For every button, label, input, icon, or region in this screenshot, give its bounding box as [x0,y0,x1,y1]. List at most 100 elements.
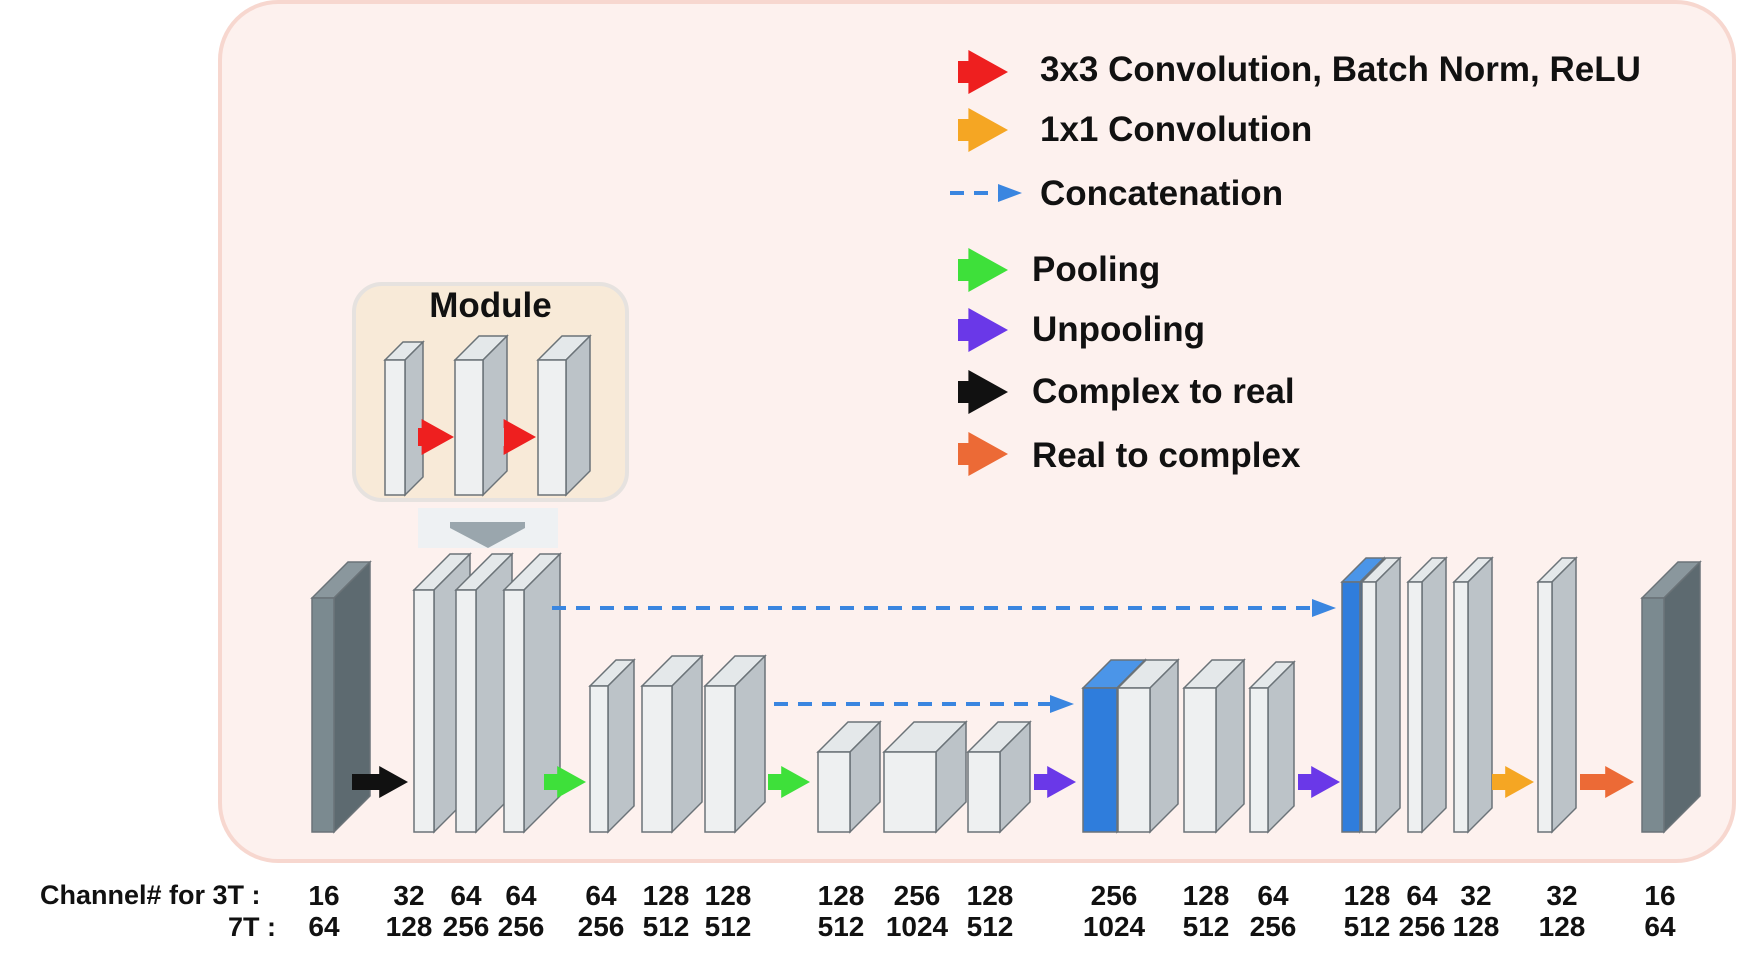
channel-label-3t: Channel# for 3T : [40,880,261,910]
channel-count-7t: 64 [308,911,340,942]
module-block-3 [536,334,592,497]
legend-icon-conv3x3 [958,50,1008,94]
channel-count-7t: 256 [1398,911,1446,942]
channel-count-3t: 128 [642,880,690,911]
channel-count-3t: 256 [893,880,941,911]
legend-icon-conv1x1 [958,108,1008,152]
channel-count-7t: 128 [1538,911,1586,942]
channel-count-7t: 512 [642,911,690,942]
channel-label-7t: 7T : [228,912,277,942]
channel-count-3t: 64 [450,880,482,911]
channel-count-3t: 16 [308,880,340,911]
channel-count-3t: 128 [817,880,865,911]
bottleneck-block-3 [966,720,1032,834]
channel-count-7t: 1024 [1082,911,1146,942]
channel-count-3t: 128 [1182,880,1230,911]
channel-count-3t: 128 [704,880,752,911]
decoder-l2-block-3 [1248,660,1296,834]
channel-count-3t: 64 [1257,880,1289,911]
module-connector-arrow [450,522,525,548]
channel-count-7t: 512 [817,911,865,942]
channel-count-7t: 512 [966,911,1014,942]
encoder-l1-block-2 [454,552,514,834]
module-block-2 [453,334,509,497]
arrow-unpool-2 [1298,766,1340,798]
legend-label-complex-to-real: Complex to real [1032,372,1295,411]
legend-icon-pooling [958,248,1008,292]
encoder-l2-block-2 [640,654,704,834]
channel-count-7t: 512 [1343,911,1391,942]
channel-count-3t: 32 [1546,880,1578,911]
channel-count-3t: 64 [505,880,537,911]
encoder-l1-block-3 [502,552,562,834]
arrow-real-to-complex [1580,766,1634,798]
decoder-l2-block-2 [1182,658,1246,834]
decoder-l2-block-1 [1116,658,1180,834]
arrow-pool-2 [768,766,810,798]
channel-count-3t: 128 [966,880,1014,911]
channel-count-7t: 64 [1644,911,1676,942]
legend-icon-concatenation-head [998,184,1022,202]
decoder-l1-block-3 [1452,556,1494,834]
channel-count-3t: 32 [1460,880,1492,911]
bottleneck-block-1 [816,720,882,834]
channel-count-7t: 128 [385,911,433,942]
arrow-pool-1 [544,766,586,798]
channel-count-7t: 256 [497,911,545,942]
module-arrow-2 [503,419,536,455]
decoder-final-block [1536,556,1578,834]
channel-count-7t: 256 [442,911,490,942]
channel-count-3t: 32 [393,880,425,911]
channel-count-3t: 16 [1644,880,1676,911]
legend-label-real-to-complex: Real to complex [1032,436,1301,475]
legend-icon-real-to-complex [958,432,1008,476]
decoder-l1-block-2 [1406,556,1448,834]
channel-count-7t: 128 [1452,911,1500,942]
channel-count-3t: 64 [585,880,617,911]
channel-count-7t: 256 [577,911,625,942]
skip-connection-level-1-head [1312,599,1336,617]
channel-count-7t: 512 [1182,911,1230,942]
legend-icon-complex-to-real [958,370,1008,414]
input-layer [310,560,372,834]
channel-count-7t: 512 [704,911,752,942]
channel-count-3t: 256 [1090,880,1138,911]
output-layer [1640,560,1702,834]
legend-label-conv3x3: 3x3 Convolution, Batch Norm, ReLU [1040,50,1641,89]
bottleneck-block-2 [882,720,968,834]
module-block-1 [383,340,425,497]
arrow-conv1x1 [1492,766,1534,798]
encoder-l2-block-1 [588,658,636,834]
channel-count-7t: 256 [1249,911,1297,942]
channel-count-3t: 64 [1406,880,1438,911]
legend-icon-unpooling [958,308,1008,352]
skip-connection-level-2-head [1050,695,1074,713]
legend-label-pooling: Pooling [1032,250,1161,289]
legend-label-unpooling: Unpooling [1032,310,1206,349]
channel-count-3t: 128 [1343,880,1391,911]
encoder-l2-block-3 [703,654,767,834]
legend-label-conv1x1: 1x1 Convolution [1040,110,1313,149]
decoder-l1-block-1 [1360,556,1402,834]
module-arrow-1 [418,419,454,455]
module-title: Module [429,286,552,325]
channel-count-7t: 1024 [885,911,949,942]
